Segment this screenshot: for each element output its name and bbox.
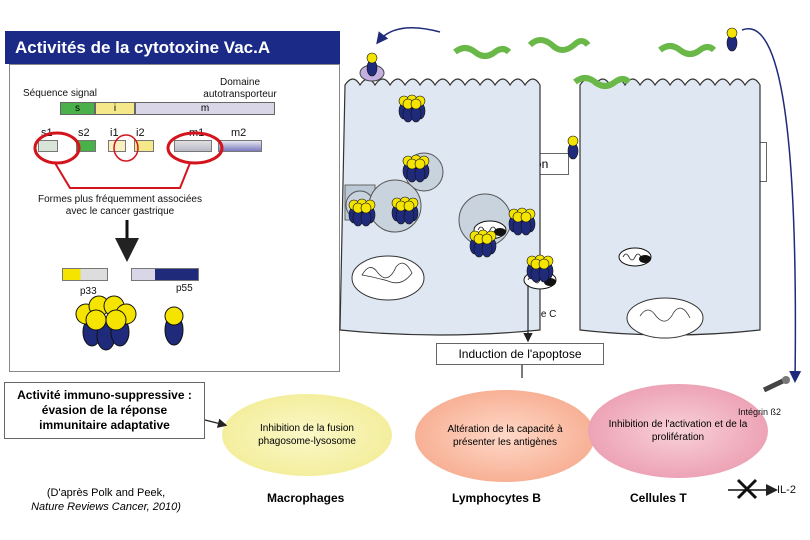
variant-m1-bar xyxy=(174,140,212,152)
p55-label: p55 xyxy=(176,283,193,294)
bcell-effect-text: Altération de la capacité à présenter le… xyxy=(447,424,563,448)
macrophages-label: Macrophages xyxy=(267,491,345,505)
p33-label: p33 xyxy=(80,286,97,297)
reference-line-2: Nature Reviews Cancer, 2010) xyxy=(31,501,181,513)
variant-s1-bar xyxy=(38,140,58,152)
variant-i2-label: i2 xyxy=(136,127,145,139)
variant-m1-label: m1 xyxy=(189,127,205,139)
immunosuppression-box: Activité immuno-suppressive : évasion de… xyxy=(4,382,205,439)
cytochrome-label: Libération cytochrome C xyxy=(448,309,557,320)
variant-i2-bar xyxy=(134,140,154,152)
vacuole-1 xyxy=(344,184,376,221)
vacuole-2 xyxy=(458,193,512,247)
il2-label: IL-2 xyxy=(777,484,796,496)
variant-i1-label: i1 xyxy=(110,127,119,139)
nucleus-1 xyxy=(351,255,425,301)
variant-s2-label: s2 xyxy=(78,127,90,139)
macrophage-effect-text: Inhibition de la fusion phagosome-lysoso… xyxy=(258,423,356,447)
page-title: Activités de la cytotoxine Vac.A xyxy=(5,31,340,64)
variant-m2-bar xyxy=(218,140,262,152)
junctions-label: Affaiblissement des jonctions intracellu… xyxy=(592,142,767,182)
integrin-label: Intégrin ß2 xyxy=(738,407,782,417)
signal-sequence-label: Séquence signal xyxy=(23,88,97,99)
p55-bar xyxy=(131,268,199,281)
macrophage-effect-ellipse: Inhibition de la fusion phagosome-lysoso… xyxy=(222,394,392,476)
tcell-effect-ellipse: Inhibition de l'activation et de la prol… xyxy=(588,384,768,478)
vacuolisation-label: Vacuolisation xyxy=(457,153,569,175)
gastric-cancer-note: Formes plus fréquemment associées avec l… xyxy=(38,194,202,217)
autotransporter-label: Domaine autotransporteur xyxy=(203,77,277,100)
variant-i1-bar xyxy=(108,140,126,152)
nucleus-2 xyxy=(626,297,704,339)
helicobacter-bacteria xyxy=(453,37,717,89)
p33-bar xyxy=(62,268,108,281)
gene-segment-i: i xyxy=(95,102,135,115)
reference-line-1: (D'après Polk and Peek, xyxy=(46,487,166,499)
variant-s2-bar xyxy=(76,140,96,152)
lymphocytes-b-label: Lymphocytes B xyxy=(452,491,541,505)
gene-segment-m: m xyxy=(135,102,275,115)
variant-m2-label: m2 xyxy=(231,127,247,139)
apoptosis-label: Induction de l'apoptose xyxy=(436,343,604,365)
variant-s1-label: s1 xyxy=(41,127,53,139)
tcell-effect-text: Inhibition de l'activation et de la prol… xyxy=(608,419,748,443)
gene-segment-s: s xyxy=(60,102,95,115)
reference-text: (D'après Polk and Peek, Nature Reviews C… xyxy=(6,486,206,514)
epithelial-cells xyxy=(339,78,761,336)
t-cells-label: Cellules T xyxy=(630,491,687,505)
bcell-effect-ellipse: Altération de la capacité à présenter le… xyxy=(415,390,595,482)
